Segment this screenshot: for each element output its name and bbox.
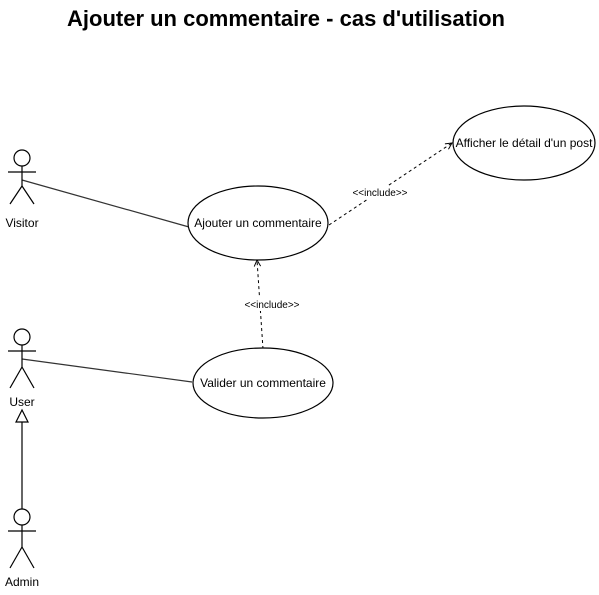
actor-visitor-label: Visitor [5,216,38,230]
use-case-valider[interactable] [192,347,334,419]
use-case-valider-label: Valider un commentaire [200,376,326,390]
include-label-1: <<include>> [352,188,407,199]
include-label-2: <<include>> [244,300,299,311]
diagram-title: Ajouter un commentaire - cas d'utilisati… [67,6,505,31]
use-case-afficher[interactable] [452,105,596,181]
association-visitor-ajouter [21,179,190,228]
actor-user[interactable] [8,328,36,389]
include-edge-ajouter-afficher [328,143,452,226]
actor-visitor[interactable] [8,149,36,205]
include-label-bg [238,298,306,311]
use-case-ajouter-label: Ajouter un commentaire [194,216,322,230]
actor-admin[interactable] [8,508,36,569]
actor-user-label: User [9,395,34,409]
include-label-bg [346,186,414,199]
use-case-afficher-label: Afficher le détail d'un post [456,136,593,150]
generalization-arrowhead [15,408,29,423]
use-case-ajouter[interactable] [187,185,329,261]
actor-admin-label: Admin [5,575,39,589]
association-user-valider [21,358,193,383]
